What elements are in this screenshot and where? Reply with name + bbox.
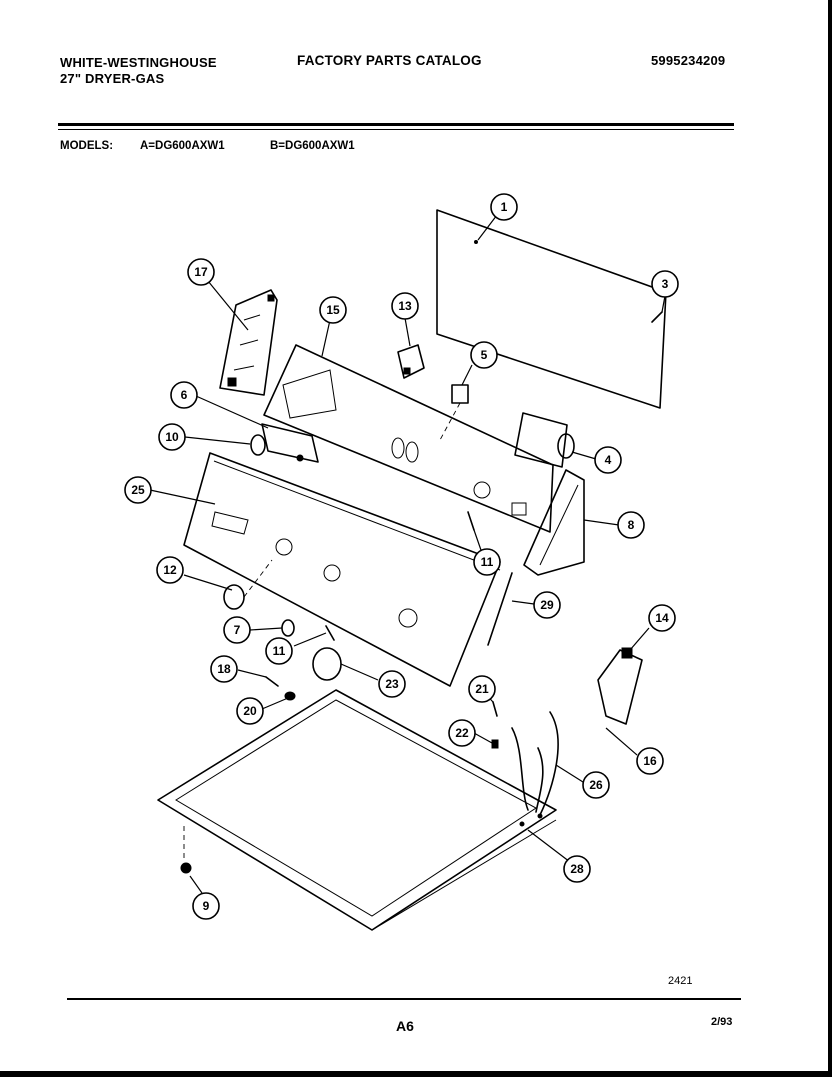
footer-rule	[67, 998, 741, 1000]
part-end-cap	[523, 469, 620, 576]
diagram-number: 2421	[668, 975, 693, 987]
part-selector-switch	[397, 317, 425, 379]
callout-13: 13	[391, 292, 419, 320]
callout-26: 26	[582, 771, 610, 799]
part-motor-bracket	[597, 627, 650, 756]
callout-label: 10	[165, 430, 179, 444]
part-console	[149, 452, 501, 687]
exploded-parts-diagram: 1 3 4 5 6 7 8 9 10 11 11 12 13 14 15 16 …	[124, 193, 679, 931]
part-fasteners	[237, 669, 296, 710]
callout-label: 14	[655, 611, 669, 625]
callout-label: 6	[181, 388, 188, 402]
callout-label: 21	[475, 682, 489, 696]
callout-1: 1	[490, 193, 518, 221]
callout-22: 22	[448, 719, 476, 747]
callout-25: 25	[124, 476, 152, 504]
page-number: A6	[396, 1018, 414, 1034]
part-leveling-foot	[180, 826, 203, 894]
callout-label: 18	[217, 662, 231, 676]
callout-label: 7	[234, 623, 241, 637]
callout-label: 8	[628, 518, 635, 532]
callout-label: 13	[398, 299, 412, 313]
callout-29: 29	[533, 591, 561, 619]
callout-label: 11	[273, 644, 286, 658]
callout-label: 22	[455, 726, 469, 740]
callout-12: 12	[156, 556, 184, 584]
models-label: MODELS:	[60, 140, 114, 152]
callout-15: 15	[319, 296, 347, 324]
catalog-part-number: 5995234209	[651, 53, 726, 68]
part-timer	[514, 412, 597, 468]
part-rear-panel	[436, 209, 667, 409]
callout-14: 14	[648, 604, 676, 632]
brand-name: WHITE-WESTINGHOUSE	[60, 55, 217, 70]
part-knob	[184, 434, 266, 456]
callout-label: 5	[481, 348, 488, 362]
callout-16: 16	[636, 747, 664, 775]
part-screw	[651, 295, 666, 323]
callout-7: 7	[223, 616, 251, 644]
model-a: A=DG600AXW1	[140, 140, 225, 152]
callout-17: 17	[187, 258, 215, 286]
callout-10: 10	[158, 423, 186, 451]
callout-label: 17	[194, 265, 208, 279]
part-rod	[487, 572, 535, 646]
callout-11-right: 11	[473, 548, 501, 576]
callout-label: 3	[662, 277, 669, 291]
callout-11-bottom: 11	[265, 637, 293, 665]
callout-label: 26	[589, 778, 603, 792]
callout-21: 21	[468, 675, 496, 703]
header-rule-thick	[58, 123, 734, 126]
callout-18: 18	[210, 655, 238, 683]
callout-label: 1	[501, 200, 508, 214]
model-b: B=DG600AXW1	[270, 140, 355, 152]
part-small-knob	[249, 619, 295, 637]
part-wire-harness	[511, 711, 584, 816]
callout-5: 5	[470, 341, 498, 369]
part-clip-right	[467, 511, 483, 554]
brand-block: WHITE-WESTINGHOUSE 27" DRYER-GAS	[60, 55, 217, 87]
part-control-panel	[263, 319, 554, 533]
callout-6: 6	[170, 381, 198, 409]
callout-label: 12	[163, 563, 177, 577]
callout-label: 9	[203, 899, 210, 913]
callout-label: 23	[385, 677, 399, 691]
callout-9: 9	[192, 892, 220, 920]
models-line: MODELS: A=DG600AXW1 B=DG600AXW1	[60, 140, 355, 152]
callout-label: 20	[243, 704, 257, 718]
callout-20: 20	[236, 697, 264, 725]
callout-23: 23	[378, 670, 406, 698]
catalog-title: FACTORY PARTS CATALOG	[297, 53, 482, 68]
product-type: 27" DRYER-GAS	[60, 71, 165, 86]
part-control-bracket	[207, 280, 278, 396]
part-control-component	[195, 395, 319, 463]
part-clip-bottom	[293, 625, 335, 647]
callout-label: 11	[481, 555, 494, 569]
revision-date: 2/93	[711, 1016, 733, 1028]
callout-label: 28	[570, 862, 584, 876]
callout-4: 4	[594, 446, 622, 474]
callout-3: 3	[651, 270, 679, 298]
callout-label: 15	[326, 303, 340, 317]
callout-8: 8	[617, 511, 645, 539]
callout-label: 29	[540, 598, 554, 612]
header-rule-thin	[58, 129, 734, 130]
part-push-switch	[439, 364, 473, 441]
callout-label: 25	[131, 483, 145, 497]
callout-28: 28	[563, 855, 591, 883]
callout-label: 4	[605, 453, 612, 467]
part-dial	[312, 647, 379, 681]
part-large-knob	[183, 559, 273, 610]
part-cabinet-top	[157, 689, 571, 931]
callout-label: 16	[643, 754, 657, 768]
